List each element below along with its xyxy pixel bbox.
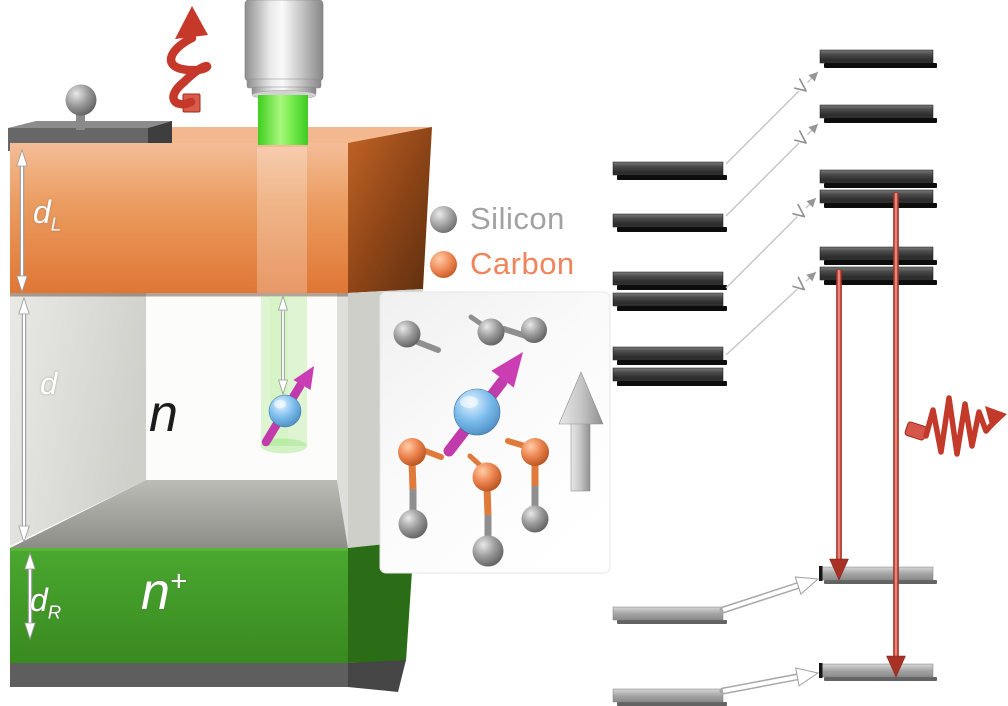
arrowhead <box>806 272 816 282</box>
energy-level-bar-edge <box>617 175 727 180</box>
energy-level-bar <box>819 49 934 64</box>
energy-level-bar-edge <box>824 118 937 123</box>
energy-level-bar-edge <box>824 677 937 681</box>
label-d: d <box>40 366 58 401</box>
energy-level-bar <box>819 169 934 184</box>
energy-level-bar <box>612 213 724 228</box>
energy-level-bar-edge <box>617 227 727 232</box>
legend-label-carbon: Carbon <box>470 246 575 281</box>
cavity-right-sliver <box>337 293 348 548</box>
carbon-silicon-bonds <box>398 438 549 567</box>
squiggle-break <box>792 203 806 218</box>
spin-qubit <box>261 366 314 447</box>
magnetic-field-arrow-icon <box>558 371 604 492</box>
energy-level-bar-edge <box>824 203 937 208</box>
orange-layer-side <box>348 127 432 293</box>
energy-level-bar <box>612 271 724 286</box>
beam-glow-in-layer <box>257 147 307 293</box>
energy-level-bar <box>819 266 934 281</box>
energy-level-bar <box>819 189 934 204</box>
energy-level-bar-edge <box>617 620 727 624</box>
orange-layer-front <box>10 143 348 293</box>
molecule-panel <box>379 291 611 574</box>
laser-beam <box>258 95 308 145</box>
energy-level-bar <box>612 367 724 382</box>
label-n: n <box>149 385 178 443</box>
legend-item-carbon: Carbon <box>430 246 575 282</box>
cavity-floor <box>10 480 348 548</box>
arrowhead <box>794 576 820 595</box>
ground-shift-arrow <box>722 582 802 612</box>
energy-level-bar-edge <box>617 285 727 290</box>
energy-level-bar <box>612 161 724 176</box>
energy-level-bar <box>612 606 724 621</box>
energy-level-bar-edge <box>824 280 937 285</box>
energy-level-bar <box>612 688 724 703</box>
energy-level-bar-edge <box>617 381 727 386</box>
energy-level-bar-edge <box>824 580 937 584</box>
energy-level-bar <box>819 104 934 119</box>
ground-shift-arrow <box>722 674 801 693</box>
emitted-photon-right-icon <box>904 395 1007 457</box>
thickness-arrow-dR <box>24 551 36 641</box>
energy-level-bar <box>612 292 724 307</box>
energy-level-bar-edge <box>617 306 727 311</box>
thickness-arrow-d <box>18 296 30 544</box>
squiggle-break <box>793 130 807 144</box>
energy-level-bar <box>612 346 724 361</box>
label-dR: dR <box>30 582 62 623</box>
emission-arrowhead <box>829 558 849 581</box>
arrowhead <box>808 124 818 134</box>
energy-level-bar-edge <box>617 702 727 706</box>
silicon-atom-icon <box>430 205 457 233</box>
energy-level-bar-edge <box>824 260 937 265</box>
antenna <box>65 84 97 130</box>
beam-axis-arrow <box>278 294 288 396</box>
label-n-plus: n+ <box>141 563 187 621</box>
arrowhead <box>806 198 816 208</box>
carbon-atom-icon <box>430 250 457 278</box>
silicon-atoms <box>393 314 547 353</box>
thickness-arrow-dL <box>16 148 28 294</box>
base-plate-front <box>10 663 348 687</box>
energy-level-bar <box>819 246 934 261</box>
base-plate-side <box>348 660 406 692</box>
emitted-photon-up-icon <box>166 6 212 113</box>
emission-arrowhead <box>886 655 906 678</box>
central-spin-qubit <box>443 352 523 457</box>
energy-level-bar-edge <box>824 63 937 68</box>
green-layer-front <box>10 548 348 663</box>
squiggle-break <box>792 276 806 291</box>
legend-item-silicon: Silicon <box>430 201 565 237</box>
arrowhead <box>808 72 818 82</box>
microscope-objective-icon <box>244 0 324 145</box>
energy-level-bar-edge <box>824 183 937 188</box>
label-dL: dL <box>33 194 62 235</box>
arrowhead <box>795 667 820 687</box>
squiggle-break <box>793 78 807 92</box>
legend-label-silicon: Silicon <box>470 201 565 236</box>
energy-level-bar-edge <box>617 360 727 365</box>
cavity-left-wall <box>10 293 146 546</box>
energy-level-bar <box>819 663 934 678</box>
